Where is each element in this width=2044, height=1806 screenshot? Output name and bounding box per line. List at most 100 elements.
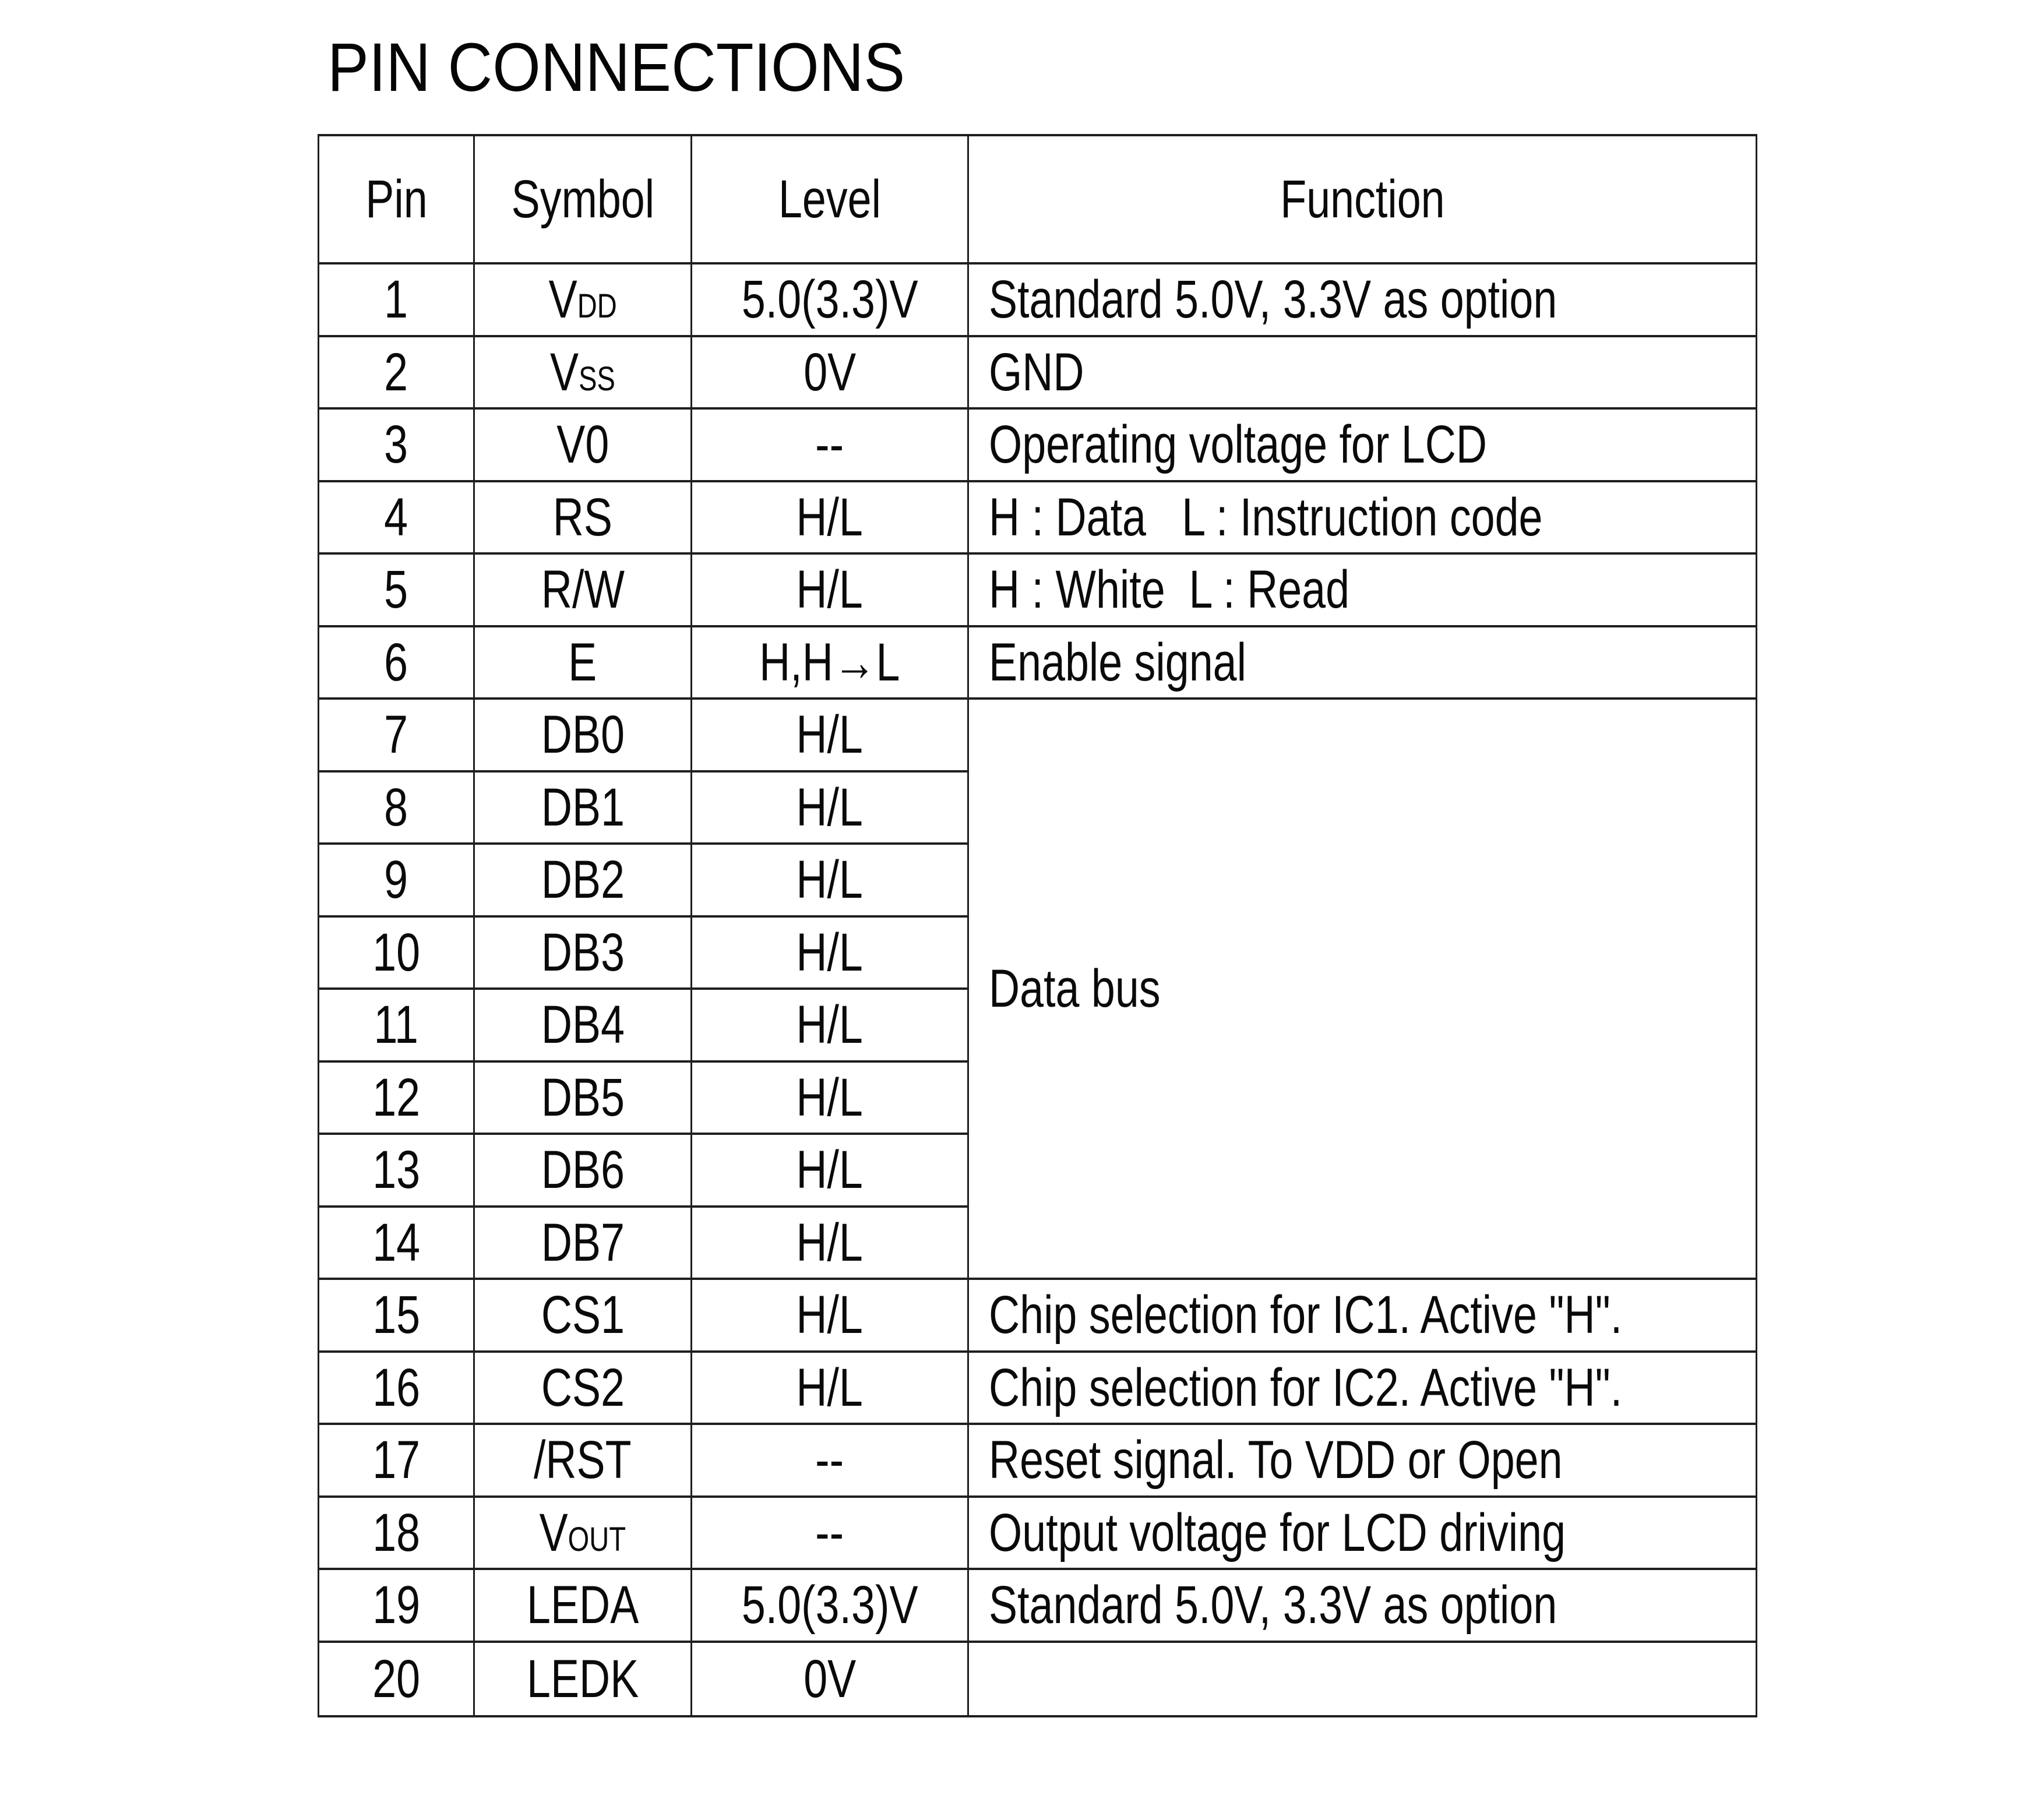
level-cell: H/L [692, 917, 969, 990]
function-text: H : Data L : Instruction code [989, 487, 1543, 547]
level-cell: H/L [692, 700, 969, 773]
pin-number: 10 [372, 922, 420, 982]
pin-cell: 7 [319, 700, 475, 773]
pin-number: 1 [384, 270, 408, 330]
symbol-cell: CS2 [475, 1352, 692, 1425]
pin-number: 15 [372, 1285, 420, 1345]
pin-number: 3 [384, 415, 408, 475]
symbol-main: LEDA [526, 1575, 639, 1635]
function-cell: Standard 5.0V, 3.3V as option [969, 1570, 1756, 1643]
level-value: 0V [803, 342, 857, 402]
level-cell: 0V [692, 337, 969, 410]
function-cell: Chip selection for IC2. Active "H". [969, 1353, 1756, 1425]
pin-cell: 15 [319, 1280, 475, 1353]
symbol-main: DB7 [541, 1212, 625, 1272]
level-value: -- [815, 415, 844, 475]
pin-cell: 19 [319, 1570, 475, 1643]
function-text: Chip selection for IC2. Active "H". [989, 1357, 1623, 1417]
pin-number: 19 [372, 1575, 420, 1635]
pin-cell: 3 [319, 410, 475, 482]
level-value: -- [815, 1502, 844, 1562]
pin-number: 16 [372, 1357, 420, 1417]
pin-number: 8 [384, 777, 408, 837]
symbol-main: DB5 [541, 1067, 625, 1127]
pin-number: 12 [372, 1067, 420, 1127]
level-value: H/L [796, 777, 864, 837]
function-cell: Standard 5.0V, 3.3V as option [969, 264, 1756, 337]
symbol-main: CS1 [541, 1285, 625, 1345]
symbol-main: CS2 [541, 1357, 625, 1417]
level-cell: 0V [692, 1642, 969, 1715]
symbol-main: LEDK [526, 1649, 639, 1709]
level-value: H/L [796, 705, 864, 765]
symbol-main: RS [552, 487, 613, 547]
symbol-subscript: SS [579, 359, 615, 398]
symbol-main: DB6 [541, 1140, 625, 1200]
pin-number: 14 [372, 1212, 420, 1272]
page-title: PIN CONNECTIONS [327, 30, 969, 106]
function-text: Enable signal [989, 632, 1246, 692]
pin-cell: 10 [319, 917, 475, 990]
pin-number: 5 [384, 560, 408, 620]
pin-cell: 20 [319, 1642, 475, 1715]
table-header-symbol: Symbol [475, 136, 692, 264]
level-cell: 5.0(3.3)V [692, 264, 969, 337]
function-cell [969, 1643, 1756, 1716]
symbol-cell: R/W [475, 555, 692, 627]
pin-cell: 12 [319, 1062, 475, 1135]
level-cell: H/L [692, 1062, 969, 1135]
function-cell: Chip selection for IC1. Active "H". [969, 1280, 1756, 1353]
symbol-main: DB4 [541, 995, 625, 1055]
symbol-cell: DB6 [475, 1135, 692, 1208]
symbol-main: DB0 [541, 705, 625, 765]
symbol-cell: DB5 [475, 1062, 692, 1135]
function-text: H : White L : Read [989, 560, 1350, 620]
symbol-cell: LEDK [475, 1642, 692, 1715]
pin-number: 11 [373, 995, 419, 1055]
symbol-cell: E [475, 627, 692, 700]
pin-number: 13 [372, 1140, 420, 1200]
level-cell: -- [692, 1497, 969, 1570]
function-text: Chip selection for IC1. Active "H". [989, 1285, 1623, 1345]
level-value: -- [815, 1430, 844, 1490]
function-text: Standard 5.0V, 3.3V as option [989, 1575, 1557, 1635]
level-value: 5.0(3.3)V [741, 270, 918, 330]
level-cell: H,H→L [692, 627, 969, 700]
pin-cell: 9 [319, 845, 475, 918]
pin-number: 2 [384, 342, 408, 402]
level-value: H/L [796, 1212, 864, 1272]
level-value: H/L [796, 1285, 864, 1345]
symbol-main: DB3 [541, 922, 625, 982]
level-cell: H/L [692, 1280, 969, 1353]
symbol-cell: V0 [475, 410, 692, 482]
pin-cell: 2 [319, 337, 475, 410]
level-cell: H/L [692, 990, 969, 1063]
pin-cell: 1 [319, 264, 475, 337]
page-title-text: PIN CONNECTIONS [327, 29, 905, 106]
function-text: Output voltage for LCD driving [989, 1502, 1566, 1562]
function-cell: H : Data L : Instruction code [969, 482, 1756, 555]
symbol-cell: VOUT [475, 1497, 692, 1570]
pin-cell: 17 [319, 1425, 475, 1498]
pin-cell: 11 [319, 990, 475, 1063]
pin-cell: 16 [319, 1352, 475, 1425]
level-cell: H/L [692, 1352, 969, 1425]
pin-cell: 14 [319, 1207, 475, 1280]
header-level-label: Level [778, 170, 881, 229]
pin-number: 9 [384, 850, 408, 910]
symbol-cell: VDD [475, 264, 692, 337]
function-cell: Operating voltage for LCD [969, 410, 1756, 482]
symbol-main: V0 [556, 415, 609, 475]
level-value: H/L [796, 560, 864, 620]
symbol-cell: LEDA [475, 1570, 692, 1643]
header-function-label: Function [1280, 170, 1445, 229]
header-pin-label: Pin [365, 170, 428, 229]
pin-cell: 5 [319, 555, 475, 627]
function-cell: GND [969, 337, 1756, 410]
pin-number: 7 [384, 705, 408, 765]
level-value: 5.0(3.3)V [741, 1575, 918, 1635]
level-value: H/L [796, 922, 864, 982]
level-cell: H/L [692, 772, 969, 845]
function-cell: Enable signal [969, 627, 1756, 700]
